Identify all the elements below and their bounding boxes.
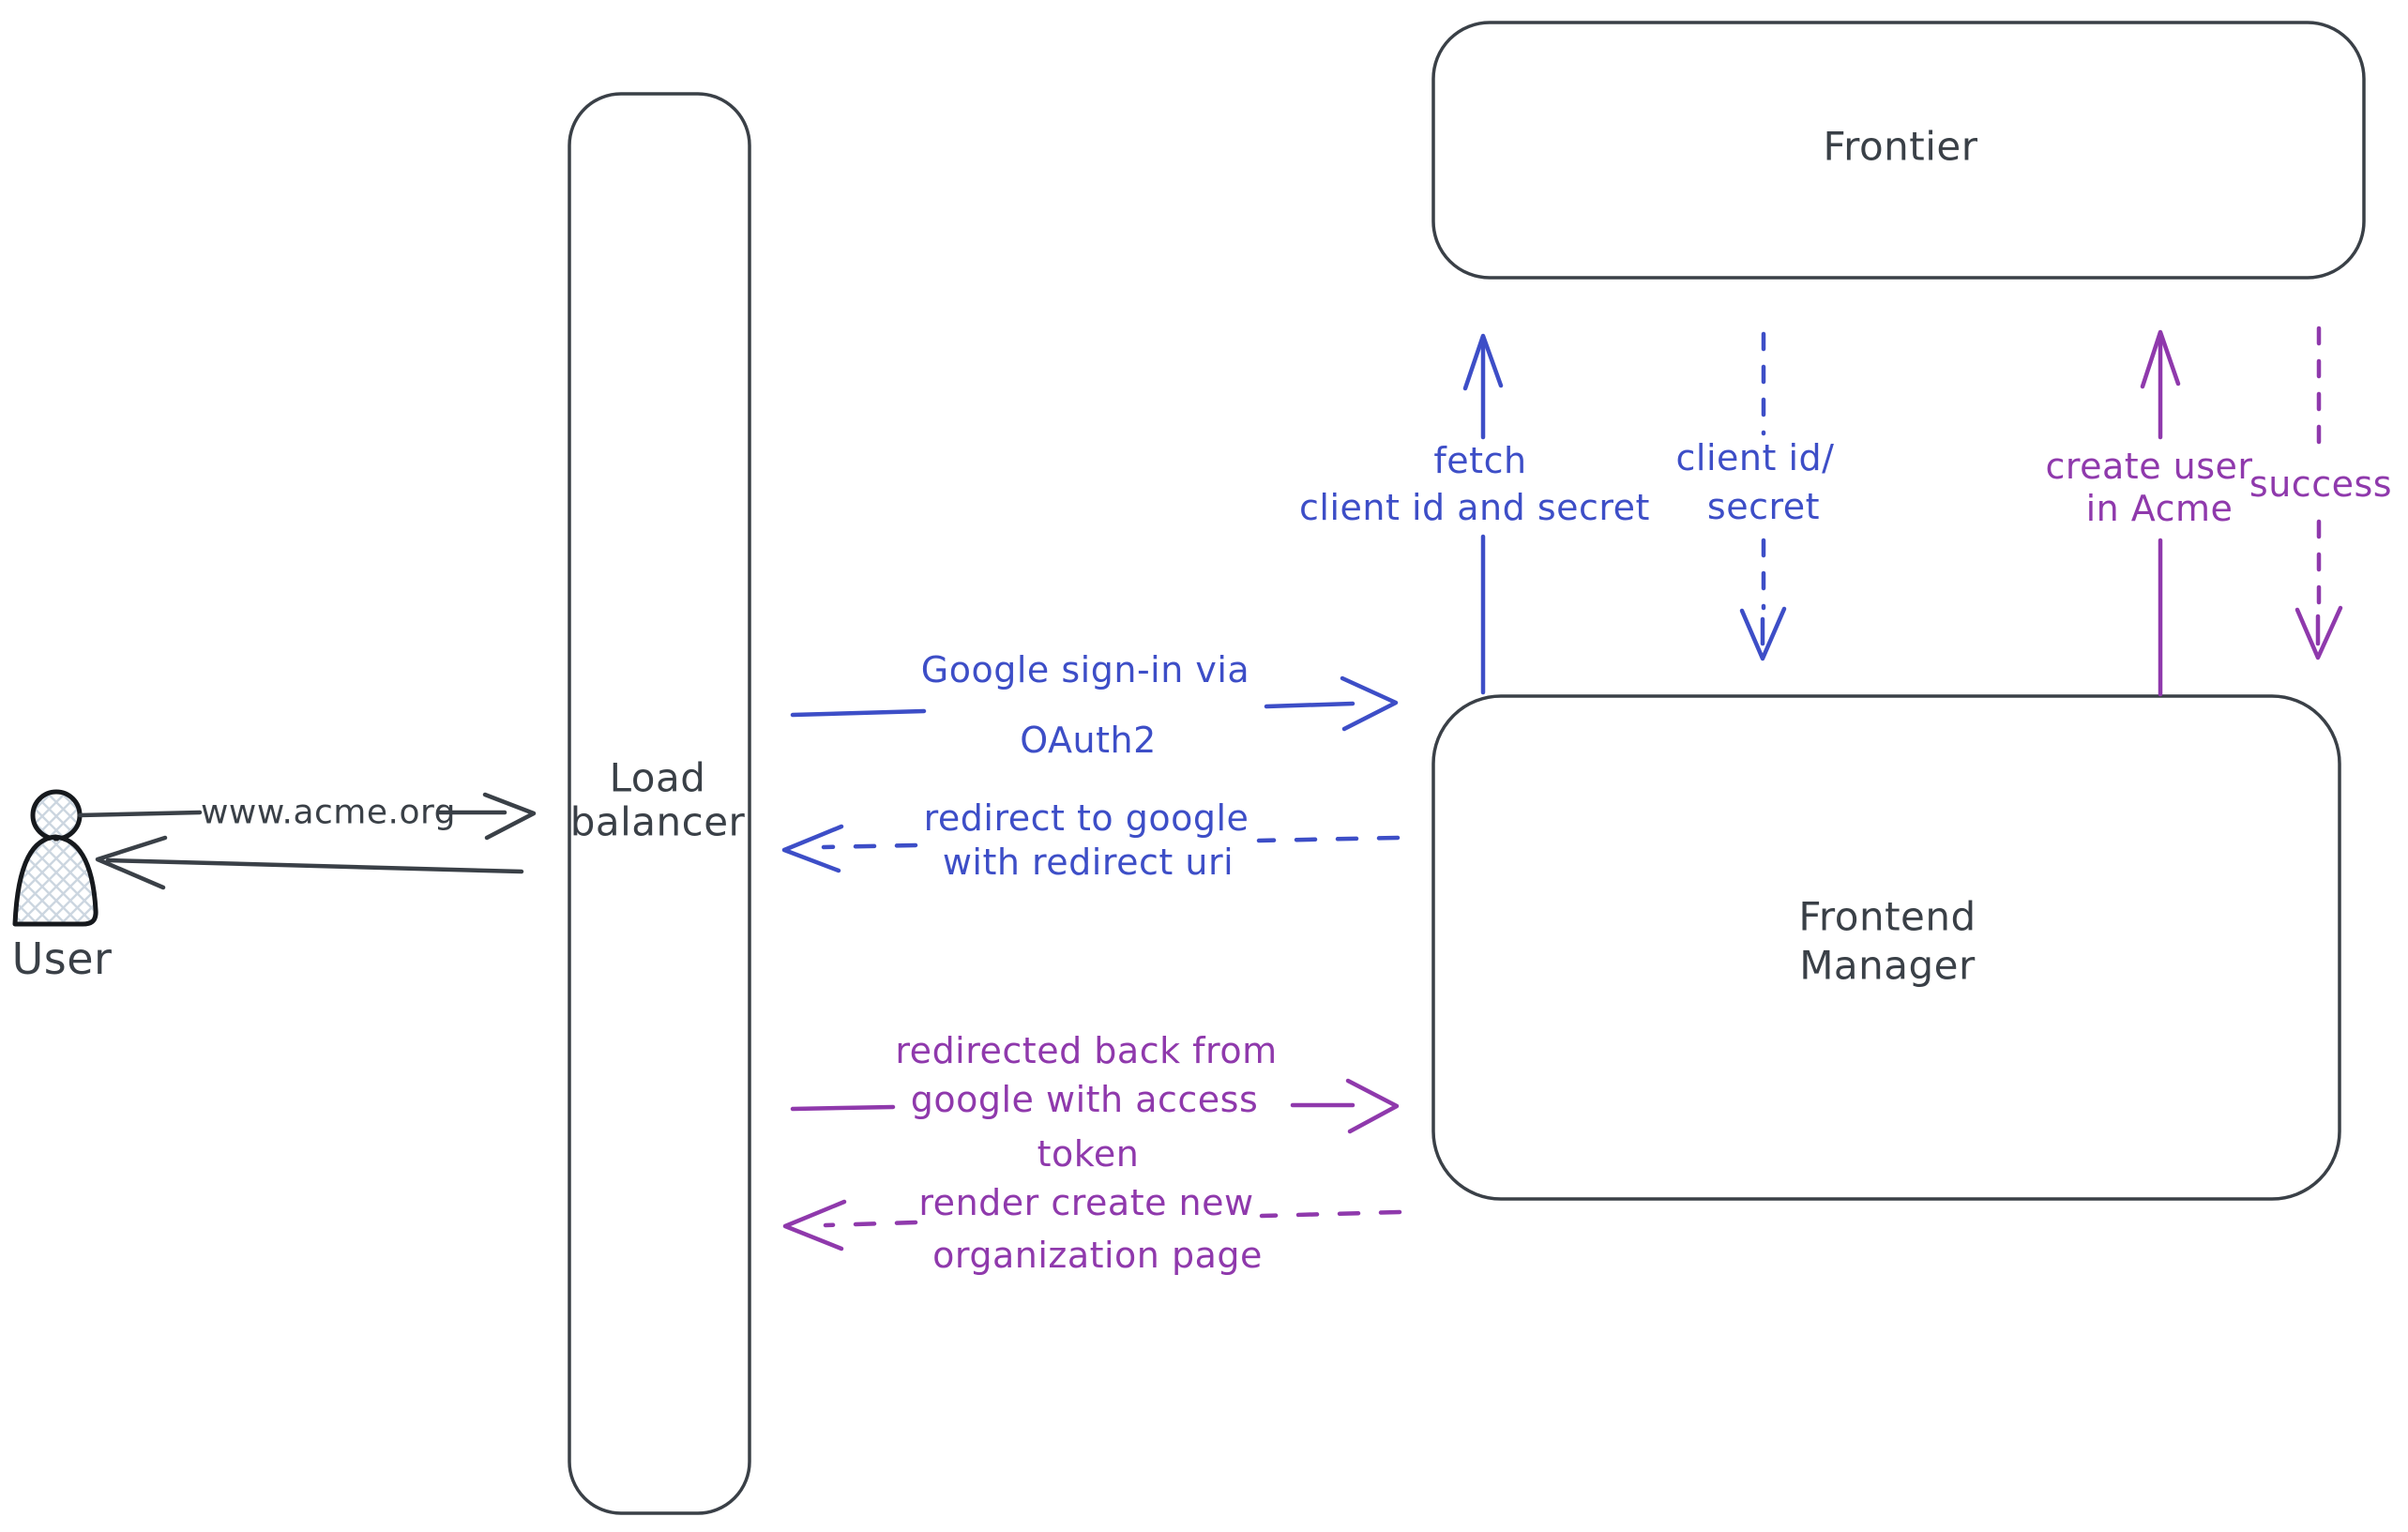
create-user-arrow [2140,329,2181,697]
return-arrowhead [95,835,168,890]
google-signin-line-left [790,708,927,718]
render-page-label-1: render create new [918,1182,1254,1223]
frontend-manager-label-2: Manager [1799,942,1976,989]
render-page-arrow [782,1199,1402,1251]
redirect-google-label-2: with redirect uri [942,842,1234,883]
www-acme-arrowhead [482,792,537,841]
google-signin-arrow [790,675,1399,732]
success-arrow [2294,326,2343,660]
google-signin-arrowhead [1340,675,1399,732]
www-acme-arrow [77,792,537,841]
fetch-secret-label-2: client id and secret [1299,487,1650,528]
redirect-dash-left [821,842,918,850]
render-dash-right [1259,1209,1402,1219]
user-body [12,834,98,927]
fetch-secret-label-1: fetch [1433,440,1527,481]
success-label: success [2249,463,2393,505]
fetch-secret-arrow [1462,333,1504,695]
return-arrow-line [105,857,524,874]
render-arrowhead [782,1199,847,1251]
client-id-label-2: secret [1706,486,1821,527]
frontier-box [1431,21,2366,280]
user-figure [12,789,98,927]
client-id-secret-arrow [1739,331,1787,661]
redirect-google-label-1: redirect to google [923,797,1249,839]
create-user-label-1: create user [2045,446,2253,487]
frontend-manager-box [1431,694,2341,1201]
render-dash-left [823,1220,918,1228]
google-signin-line-right [1264,701,1355,709]
redirected-back-label-3: token [1037,1133,1140,1175]
redirect-arrowhead [781,824,844,873]
redirect-dash-right [1256,835,1401,843]
redirected-back-arrowhead [1345,1078,1400,1134]
render-page-label-2: organization page [932,1235,1263,1276]
google-signin-label-1: Google sign-in via [920,649,1250,690]
fetch-arrowhead [1462,333,1504,391]
frontier-label: Frontier [1823,123,1978,170]
frontend-manager-label-1: Frontend [1798,893,1976,940]
user-label: User [11,933,113,984]
success-arrowhead [2294,605,2343,660]
www-acme-label: www.acme.org [200,793,457,832]
load-balancer-box [568,92,751,1515]
client-id-label-1: client id/ [1675,437,1835,478]
redirected-back-label-1: redirected back from [895,1030,1278,1071]
redirected-back-label-2: google with access [910,1079,1259,1120]
www-acme-arrow-line-left [77,810,203,818]
return-to-user-arrow [95,835,524,890]
google-signin-label-2: OAuth2 [1020,720,1157,761]
load-balancer-label-1: Load [609,754,706,801]
redirect-google-arrow [781,824,1401,873]
create-user-label-2: in Acme [2085,488,2234,529]
redirected-back-line-left [790,1104,896,1112]
user-head [30,789,83,842]
load-balancer-label-2: balancer [569,798,746,845]
client-id-arrowhead [1739,606,1787,661]
create-user-arrowhead [2140,329,2181,389]
redirected-back-arrow [790,1078,1400,1134]
